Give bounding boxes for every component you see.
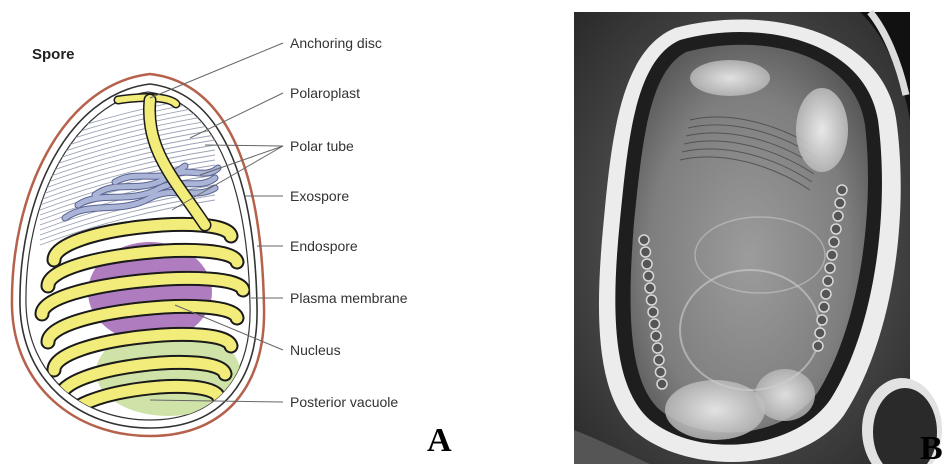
panel-letter-b: B <box>920 430 943 468</box>
polar-tube-section <box>825 263 835 273</box>
polar-tube-section <box>821 289 831 299</box>
polar-tube-section <box>835 198 845 208</box>
polar-tube-section <box>817 315 827 325</box>
label-anchoring-disc: Anchoring disc <box>290 35 382 51</box>
label-endospore: Endospore <box>290 238 358 254</box>
label-polaroplast: Polaroplast <box>290 85 360 101</box>
label-polar-tube: Polar tube <box>290 138 354 154</box>
polar-tube-section <box>645 283 655 293</box>
polar-tube-section <box>644 271 654 281</box>
polar-tube-section <box>833 211 843 221</box>
polar-tube-section <box>653 343 663 353</box>
polar-tube-section <box>647 295 657 305</box>
polar-tube-section <box>813 341 823 351</box>
polar-tube-section <box>829 237 839 247</box>
polar-tube-section <box>827 250 837 260</box>
polar-tube-section <box>656 367 666 377</box>
polar-tube-section <box>837 185 847 195</box>
polar-tube-section <box>823 276 833 286</box>
label-exospore: Exospore <box>290 188 349 204</box>
polar-tube-section <box>654 355 664 365</box>
polar-tube-section <box>657 379 667 389</box>
polar-tube-section <box>642 259 652 269</box>
label-posterior-vacuole: Posterior vacuole <box>290 394 398 410</box>
electron-micrograph <box>560 0 945 464</box>
polar-tube-section <box>651 331 661 341</box>
polar-tube-section <box>831 224 841 234</box>
micrograph-panel-b: B <box>560 0 945 464</box>
polar-tube-section <box>641 247 651 257</box>
diagram-panel-a: Spore Anchoring disc Polaroplast Polar t… <box>0 0 560 464</box>
label-plasma-membrane: Plasma membrane <box>290 290 408 306</box>
diagram-title: Spore <box>32 46 75 63</box>
panel-letter-a: A <box>427 422 452 460</box>
polar-tube-section <box>650 319 660 329</box>
polar-tube-section <box>648 307 658 317</box>
polar-tube-section <box>639 235 649 245</box>
spore-diagram <box>0 0 560 464</box>
label-nucleus: Nucleus <box>290 342 341 358</box>
polar-tube-section <box>819 302 829 312</box>
polar-tube-section <box>815 328 825 338</box>
